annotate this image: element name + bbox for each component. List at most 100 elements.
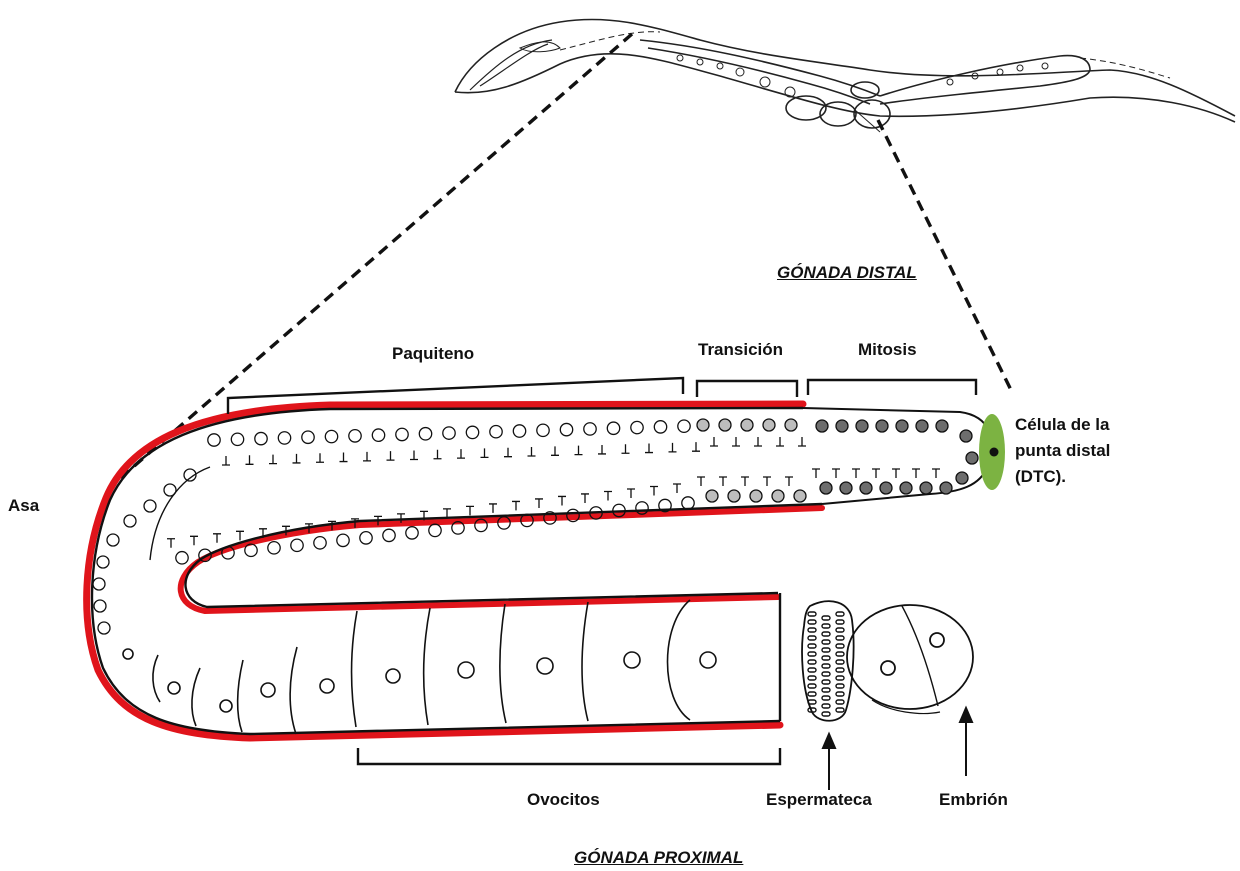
dtc-label: Célula de la punta distal (DTC). <box>1015 412 1110 490</box>
sperm-cell <box>836 612 844 616</box>
dtc-label-line-3: (DTC). <box>1015 464 1110 490</box>
nucleus <box>900 482 912 494</box>
nucleus <box>785 419 797 431</box>
sperm-cell <box>836 700 844 704</box>
nucleus <box>936 420 948 432</box>
nucleus <box>654 421 666 433</box>
nucleus <box>607 422 619 434</box>
dtc-label-line-2: punta distal <box>1015 438 1110 464</box>
sperm-cell <box>822 624 830 628</box>
sperm-cell <box>822 664 830 668</box>
nucleus <box>728 490 740 502</box>
nucleus <box>94 600 106 612</box>
nucleus <box>396 428 408 440</box>
basement-membrane-inner <box>181 508 822 611</box>
spermatheca <box>802 601 854 721</box>
nucleus <box>920 482 932 494</box>
sperm-cell <box>822 632 830 636</box>
nucleus <box>706 490 718 502</box>
gonad-distal-title: GÓNADA DISTAL <box>777 263 917 283</box>
sperm-cell <box>836 660 844 664</box>
sperm-cell <box>808 628 816 632</box>
nucleus <box>144 500 156 512</box>
sperm-cell <box>836 636 844 640</box>
sperm-cell <box>822 640 830 644</box>
nucleus <box>429 524 441 536</box>
nucleus <box>719 419 731 431</box>
sperm-cell <box>822 696 830 700</box>
sperm-cell <box>836 692 844 696</box>
sperm-cell <box>808 636 816 640</box>
sperm-cell <box>836 628 844 632</box>
nucleus <box>372 429 384 441</box>
sperm-cell <box>822 688 830 692</box>
sperm-cell <box>822 648 830 652</box>
sperm-cell <box>836 620 844 624</box>
sperm-cell <box>808 652 816 656</box>
nucleus <box>443 427 455 439</box>
nucleus <box>93 578 105 590</box>
arrows <box>823 708 972 790</box>
nucleus <box>772 490 784 502</box>
nucleus <box>419 428 431 440</box>
sperm-cell <box>808 692 816 696</box>
sperm-cell <box>822 672 830 676</box>
nucleus <box>741 419 753 431</box>
dtc-label-line-1: Célula de la <box>1015 412 1110 438</box>
nucleus <box>560 423 572 435</box>
sperm-cell <box>808 612 816 616</box>
gonad-proximal-title: GÓNADA PROXIMAL <box>574 848 743 868</box>
sperm-cell <box>808 676 816 680</box>
nucleus <box>794 490 806 502</box>
nucleus <box>513 425 525 437</box>
nucleus <box>960 430 972 442</box>
nucleus <box>337 534 349 546</box>
nucleus <box>360 532 372 544</box>
sperm-cell <box>822 616 830 620</box>
pachytene-label: Paquiteno <box>392 344 474 364</box>
nucleus <box>406 527 418 539</box>
nucleus <box>325 430 337 442</box>
nucleus <box>245 544 257 556</box>
nucleus <box>124 515 136 527</box>
nucleus <box>816 420 828 432</box>
nucleus <box>314 537 326 549</box>
nucleus <box>916 420 928 432</box>
nucleus <box>880 482 892 494</box>
nucleus <box>956 472 968 484</box>
nucleus <box>208 434 220 446</box>
nucleus <box>856 420 868 432</box>
nucleus <box>97 556 109 568</box>
embryo <box>847 605 973 714</box>
nucleus <box>763 419 775 431</box>
sperm-cell <box>836 676 844 680</box>
nucleus <box>966 452 978 464</box>
nucleus <box>176 552 188 564</box>
spermatheca-label: Espermateca <box>766 790 872 810</box>
loop-label: Asa <box>8 496 39 516</box>
nucleus <box>836 420 848 432</box>
nucleus <box>876 420 888 432</box>
oocytes-bracket <box>358 748 780 764</box>
nucleus <box>537 424 549 436</box>
nucleus <box>896 420 908 432</box>
nucleus <box>940 482 952 494</box>
sperm-cell <box>836 684 844 688</box>
transition-bracket <box>697 381 797 397</box>
brackets <box>228 378 976 764</box>
nucleus <box>349 430 361 442</box>
sperm-cell <box>808 644 816 648</box>
nucleus <box>268 542 280 554</box>
nucleus <box>466 426 478 438</box>
worm-overview <box>455 19 1235 132</box>
sperm-cell <box>822 680 830 684</box>
transition-label: Transición <box>698 340 783 360</box>
nucleus <box>697 419 709 431</box>
embryo-label: Embrión <box>939 790 1008 810</box>
nucleus <box>631 421 643 433</box>
nucleus <box>231 433 243 445</box>
nucleus <box>302 431 314 443</box>
nucleus <box>107 534 119 546</box>
sperm-cell <box>808 668 816 672</box>
nucleus <box>860 482 872 494</box>
